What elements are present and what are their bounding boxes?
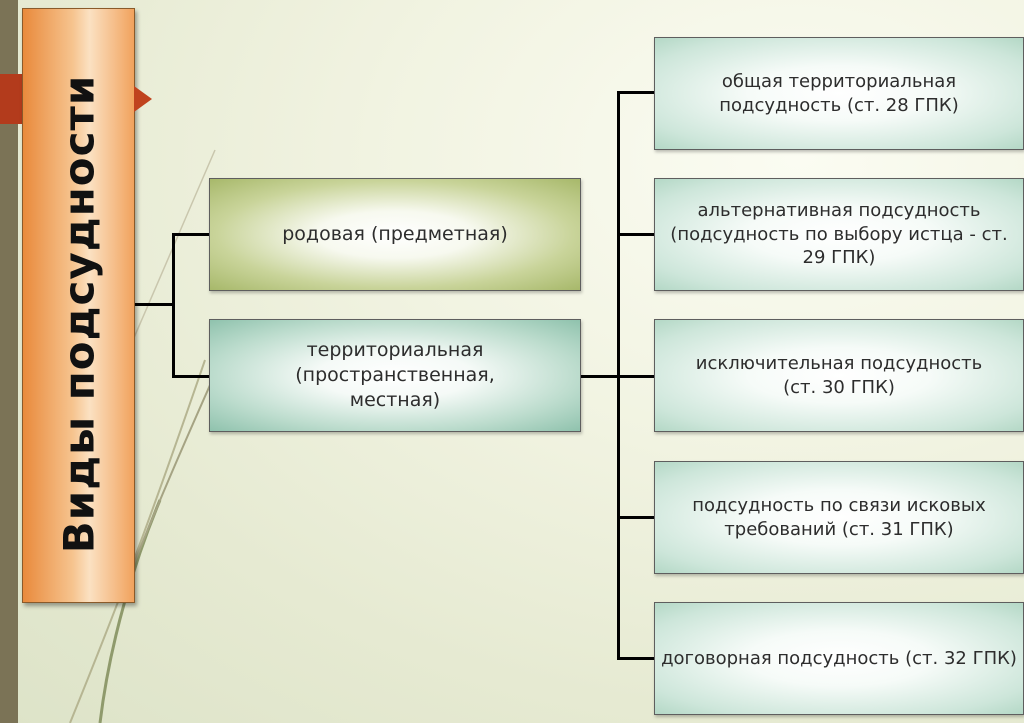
title-arrow-icon <box>134 86 152 112</box>
left-border-strip <box>0 0 18 723</box>
po-svyazi-label: подсудность по связи исковых требований … <box>692 495 986 540</box>
connector-title-to-branch <box>135 303 174 306</box>
connector-territorial-to-trunk <box>580 375 620 378</box>
obshchaya-box: общая территориальная подсудность (ст. 2… <box>654 37 1024 150</box>
title-box: Виды подсудности <box>22 8 135 603</box>
isklyuchitelnaya-box: исключительная подсудность (ст. 30 ГПК) <box>654 319 1024 432</box>
territorialnaya-box: территориальная (пространственная, местн… <box>209 319 581 432</box>
connector-to-dogovornaya <box>617 657 655 660</box>
obshchaya-label: общая территориальная подсудность (ст. 2… <box>719 71 959 116</box>
rodovaya-label: родовая (предметная) <box>282 223 508 246</box>
diagram-title: Виды подсудности <box>54 74 104 554</box>
connector-to-obshchaya <box>617 91 655 94</box>
connector-to-po-svyazi <box>617 516 655 519</box>
alternativnaya-box: альтернативная подсудность (подсудность … <box>654 178 1024 291</box>
connector-to-territorialnaya <box>172 375 210 378</box>
territorialnaya-label: территориальная (пространственная, местн… <box>295 339 495 411</box>
red-accent-band <box>0 74 22 124</box>
connector-to-alternativnaya <box>617 233 655 236</box>
dogovornaya-label: договорная подсудность (ст. 32 ГПК) <box>661 647 1017 669</box>
connector-to-isklyuchitelnaya <box>617 375 655 378</box>
connector-to-rodovaya <box>172 233 210 236</box>
dogovornaya-box: договорная подсудность (ст. 32 ГПК) <box>654 602 1024 715</box>
alternativnaya-label: альтернативная подсудность (подсудность … <box>670 200 1008 269</box>
rodovaya-box: родовая (предметная) <box>209 178 581 291</box>
isklyuchitelnaya-label: исключительная подсудность (ст. 30 ГПК) <box>695 353 983 398</box>
po-svyazi-box: подсудность по связи исковых требований … <box>654 461 1024 574</box>
connector-level1-trunk <box>172 233 175 378</box>
